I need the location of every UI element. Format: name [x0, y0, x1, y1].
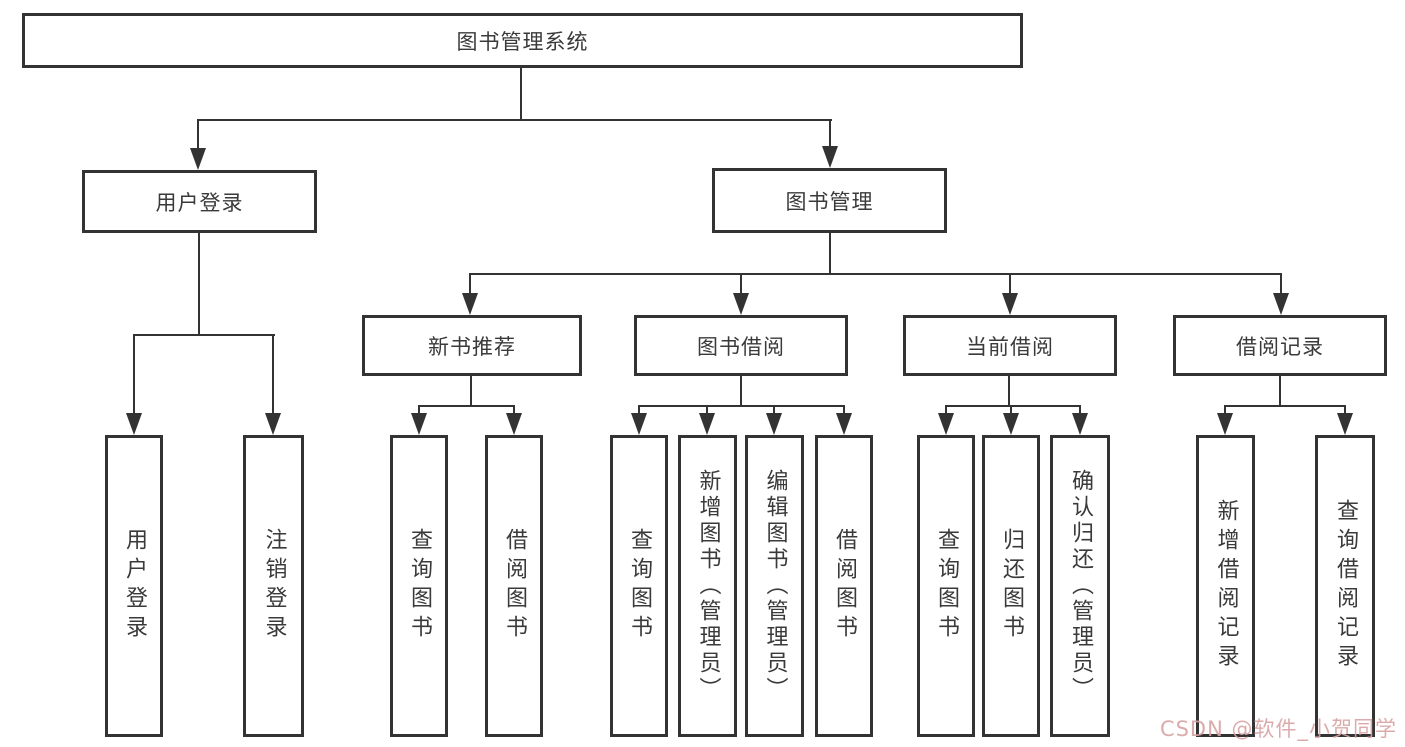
- node-new-book-rec: 新书推荐: [362, 315, 582, 376]
- node-book-mgmt: 图书管理: [712, 168, 947, 233]
- arrow-down: [733, 293, 749, 315]
- node-leaf-confirm-return-admin: 确认归还（管理员）: [1050, 435, 1110, 737]
- connector-user-login-branch: [133, 334, 275, 336]
- node-leaf-query-book-2: 查询图书: [610, 435, 668, 737]
- node-leaf-edit-book-admin: 编辑图书（管理员）: [745, 435, 804, 737]
- connector-new-book-rec-branch: [418, 405, 515, 407]
- connector-book-borrow-branch: [638, 405, 845, 407]
- arrow-down: [190, 148, 206, 170]
- node-leaf-query-book-3: 查询图书: [917, 435, 975, 737]
- connector-drop: [638, 405, 640, 416]
- connector-current-borrow-branch: [945, 405, 1081, 407]
- arrow-down: [1337, 413, 1353, 435]
- connector-drop: [945, 405, 947, 416]
- node-book-borrow: 图书借阅: [634, 315, 848, 376]
- connector-drop-current-borrow: [1009, 273, 1011, 295]
- connector-borrow-records-stem: [1279, 376, 1281, 407]
- connector-current-borrow-stem: [1008, 376, 1010, 407]
- connector-drop: [1224, 405, 1226, 416]
- node-leaf-query-book-1: 查询图书: [390, 435, 448, 737]
- connector-drop: [706, 405, 708, 416]
- arrow-down: [1217, 413, 1233, 435]
- arrow-down: [462, 293, 478, 315]
- arrow-down: [126, 413, 142, 435]
- arrow-down: [938, 413, 954, 435]
- node-leaf-user-login: 用户登录: [105, 435, 163, 737]
- node-leaf-logout: 注销登录: [243, 435, 304, 737]
- node-user-login: 用户登录: [82, 170, 317, 233]
- node-leaf-add-book-admin: 新增图书（管理员）: [678, 435, 737, 737]
- connector-drop-leaf-user-login: [133, 334, 135, 416]
- connector-drop: [513, 405, 515, 416]
- connector-drop-book-mgmt: [829, 119, 831, 148]
- arrow-down: [699, 413, 715, 435]
- watermark: CSDN @软件_小贺同学: [1159, 717, 1397, 741]
- node-leaf-borrow-book-2: 借阅图书: [815, 435, 873, 737]
- node-leaf-add-borrow-record: 新增借阅记录: [1196, 435, 1255, 737]
- connector-l3-branch: [469, 273, 1282, 275]
- arrow-down: [1003, 413, 1019, 435]
- connector-drop: [773, 405, 775, 416]
- node-root: 图书管理系统: [22, 13, 1023, 68]
- arrow-down: [631, 413, 647, 435]
- node-leaf-borrow-book-1: 借阅图书: [485, 435, 543, 737]
- node-borrow-records: 借阅记录: [1173, 315, 1387, 376]
- node-leaf-query-borrow-record: 查询借阅记录: [1315, 435, 1375, 737]
- node-leaf-return-book: 归还图书: [982, 435, 1040, 737]
- connector-drop-book-borrow: [740, 273, 742, 295]
- connector-drop: [418, 405, 420, 416]
- connector-user-login-stem: [198, 233, 200, 336]
- arrow-down: [822, 146, 838, 168]
- connector-drop: [1079, 405, 1081, 416]
- node-current-borrow: 当前借阅: [903, 315, 1117, 376]
- connector-drop: [1344, 405, 1346, 416]
- arrow-down: [1072, 413, 1088, 435]
- connector-root-stem: [520, 68, 522, 121]
- arrow-down: [836, 413, 852, 435]
- connector-drop-leaf-logout: [272, 334, 274, 416]
- connector-drop: [843, 405, 845, 416]
- connector-drop-borrow-records: [1280, 273, 1282, 295]
- connector-l1-branch: [197, 119, 832, 121]
- arrow-down: [1273, 293, 1289, 315]
- connector-borrow-records-branch: [1224, 405, 1346, 407]
- connector-book-borrow-stem: [740, 376, 742, 407]
- connector-drop-user-login: [197, 119, 199, 150]
- connector-drop-new-book-rec: [469, 273, 471, 295]
- connector-drop: [1010, 405, 1012, 416]
- arrow-down: [1002, 293, 1018, 315]
- connector-new-book-rec-stem: [470, 376, 472, 407]
- arrow-down: [766, 413, 782, 435]
- arrow-down: [411, 413, 427, 435]
- arrow-down: [506, 413, 522, 435]
- connector-book-mgmt-stem: [829, 233, 831, 275]
- arrow-down: [265, 413, 281, 435]
